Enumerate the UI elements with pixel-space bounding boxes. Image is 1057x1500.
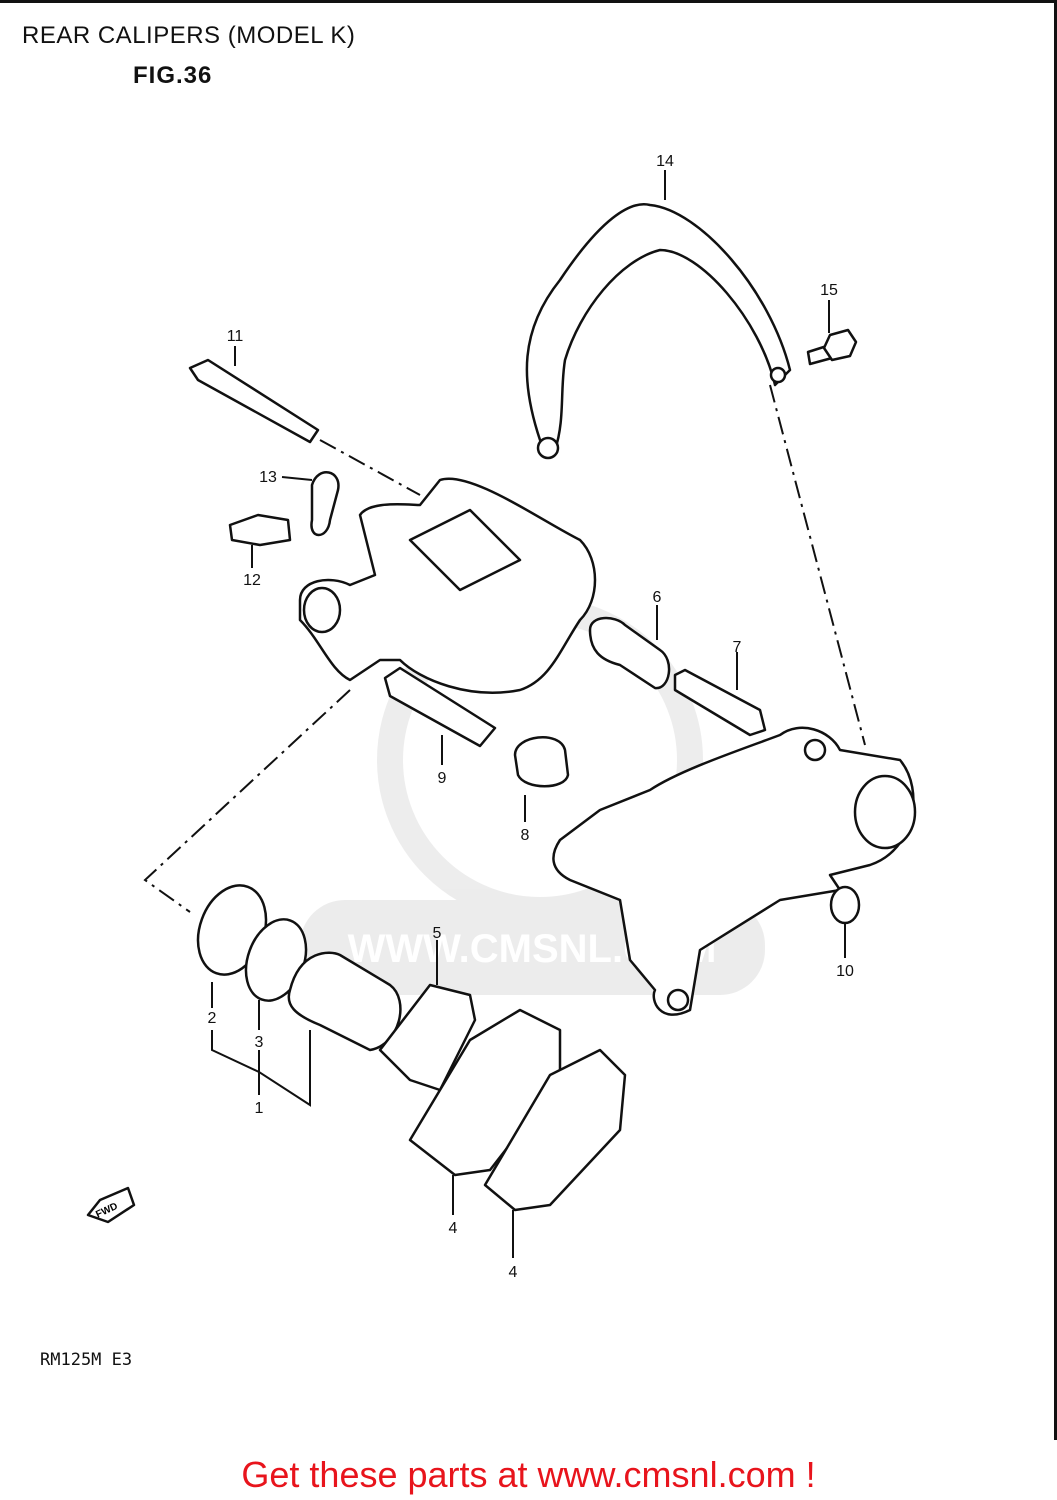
callout-label: 11	[227, 328, 244, 345]
call-to-action-link[interactable]: Get these parts at www.cmsnl.com !	[241, 1454, 816, 1495]
callout-label: 9	[438, 770, 447, 787]
bracket-lower-hole	[666, 988, 690, 1012]
exploded-parts-diagram: WWW.CMSNL.COM FWD	[86, 153, 917, 1281]
page-title: REAR CALIPERS (MODEL K)	[22, 22, 356, 49]
callout-label: 3	[255, 1034, 264, 1051]
right-border	[1054, 0, 1057, 1440]
callout-label: 12	[243, 572, 261, 589]
callout-label: 14	[656, 153, 674, 170]
damper-10	[829, 885, 861, 925]
bracket-pin-hole	[803, 738, 827, 762]
callout-label: 10	[836, 963, 854, 980]
assembly-line-caliper-to-piston	[143, 689, 351, 913]
callout-label: 2	[208, 1010, 217, 1027]
callout-label: 4	[509, 1264, 518, 1281]
brake-pad-4b	[483, 1048, 627, 1212]
callout-label: 4	[449, 1220, 458, 1237]
callout-label: 5	[433, 925, 442, 942]
caliper-cylinder-window	[408, 508, 522, 592]
callout-label: 15	[820, 282, 838, 299]
bolt-7	[673, 668, 767, 737]
callout-label: 13	[259, 469, 277, 486]
brake-pad-4a	[408, 1008, 562, 1177]
bracket-axle-hole	[853, 774, 917, 850]
clip-13	[310, 471, 340, 537]
caliper-port	[302, 586, 342, 634]
assembly-line-pin	[319, 439, 421, 496]
pad-pin-11	[188, 358, 320, 444]
caliper-body	[298, 477, 597, 694]
callout-label: 1	[255, 1100, 264, 1117]
bleeder-valve-12	[228, 513, 292, 547]
model-code: RM125M E3	[40, 1350, 133, 1370]
callout-label: 6	[653, 589, 662, 606]
piston-1	[287, 951, 402, 1052]
slide-pin-9	[383, 666, 497, 748]
stopper-arm	[525, 203, 792, 452]
stopper-arm-hole	[536, 436, 560, 460]
fwd-direction-marker: FWD	[86, 1186, 136, 1224]
boot-8	[513, 736, 570, 788]
top-border	[0, 0, 1057, 3]
pad-spring-5	[378, 983, 477, 1092]
bolt-15-head	[822, 328, 858, 362]
figure-number: FIG.36	[133, 62, 213, 89]
assembly-line-bracket	[769, 384, 866, 746]
stopper-arm-bolt-hole	[769, 366, 787, 384]
sleeve-6	[588, 616, 671, 690]
callout-label: 7	[733, 639, 742, 656]
callout-label: 8	[521, 827, 530, 844]
